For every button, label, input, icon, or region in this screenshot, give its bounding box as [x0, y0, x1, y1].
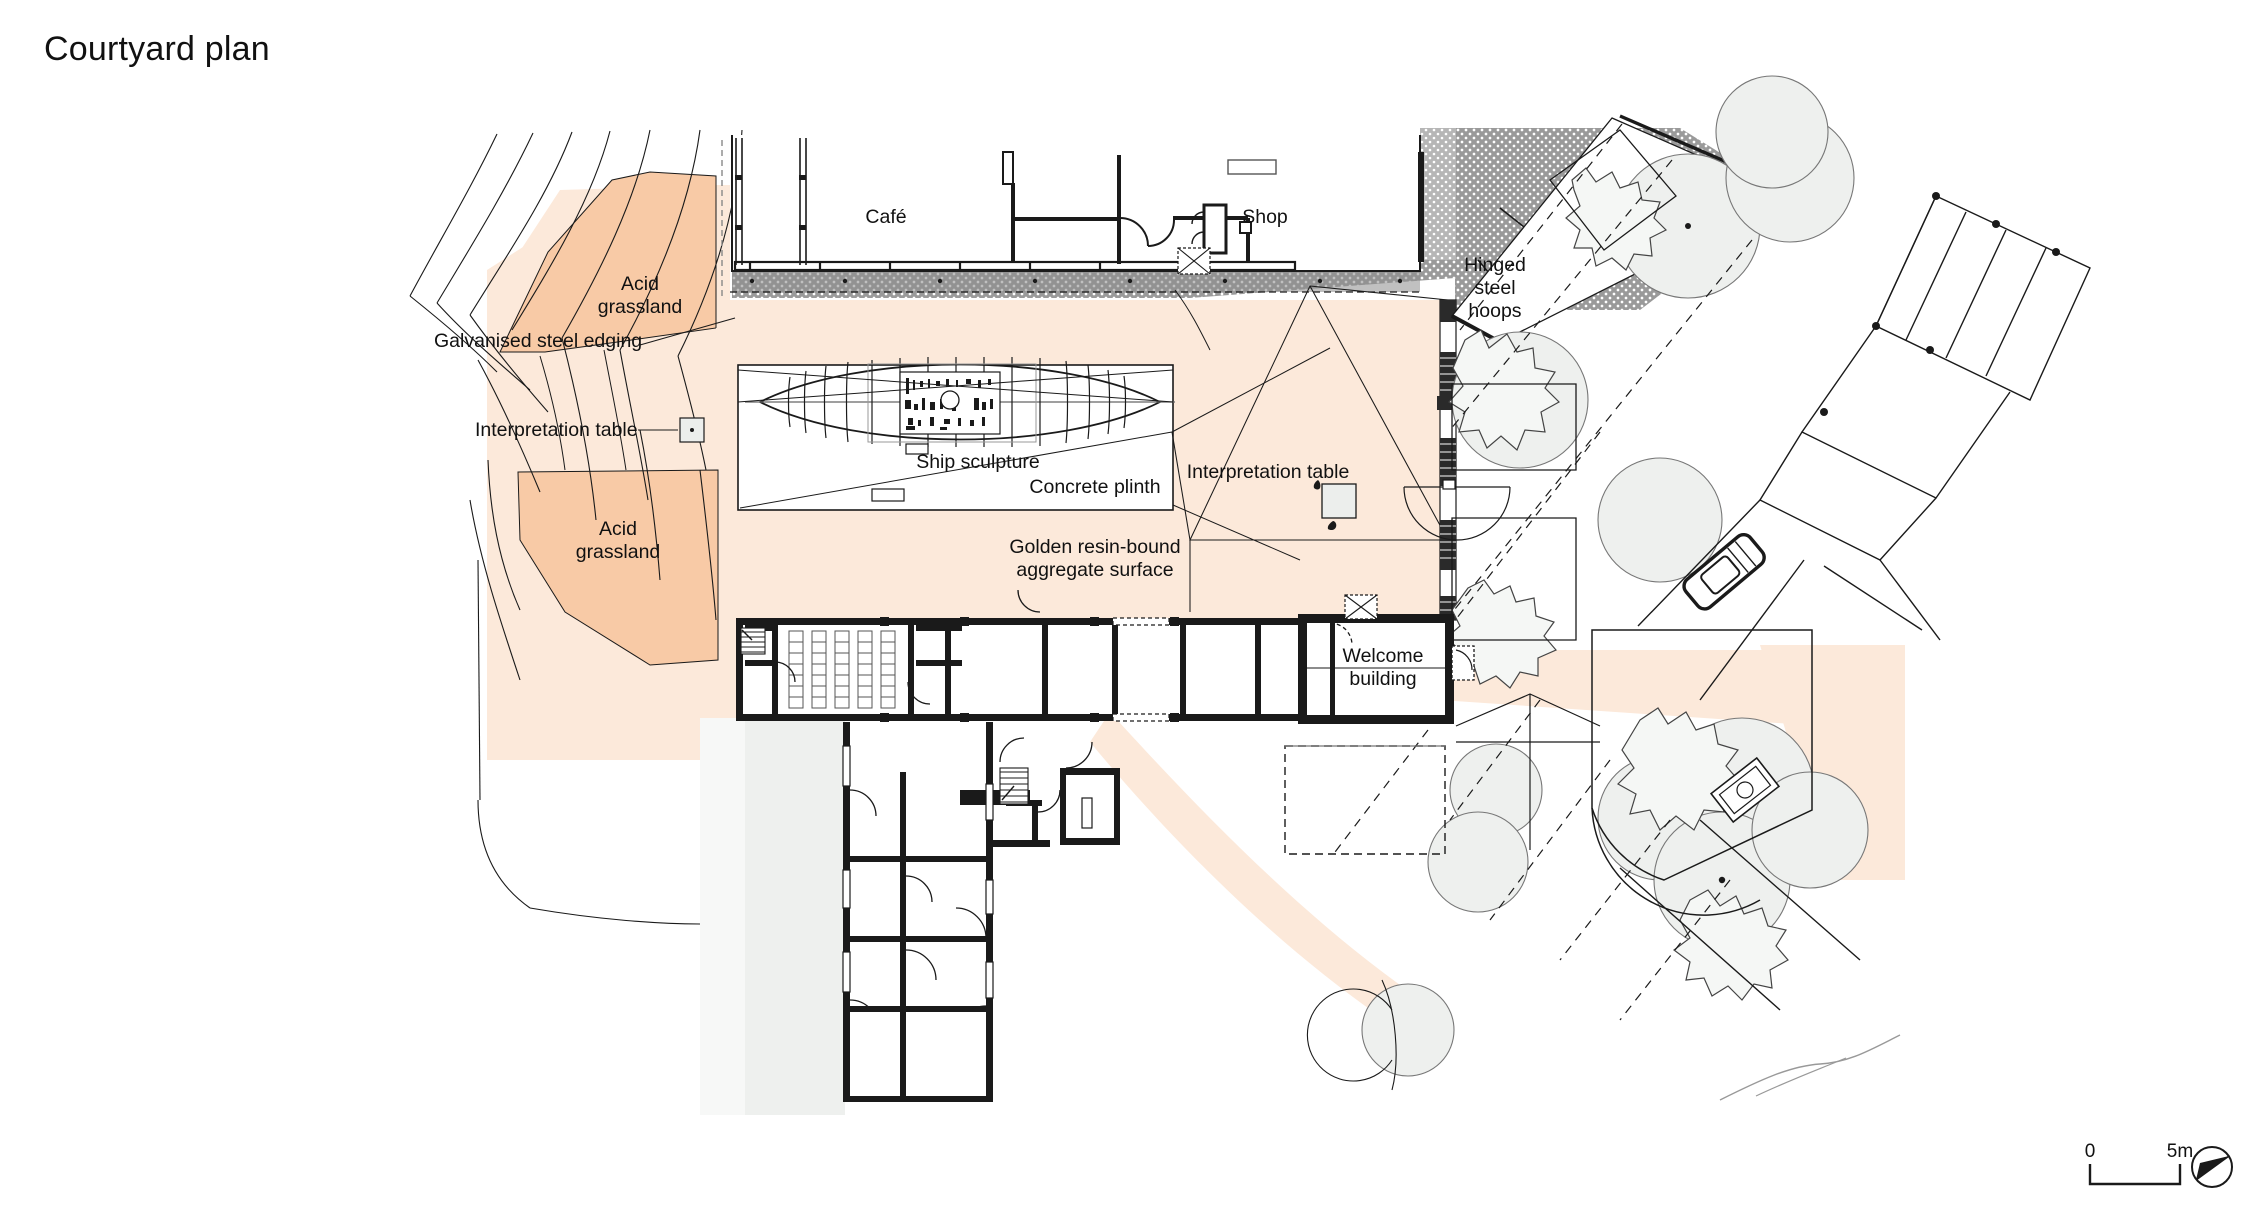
- aggregate-ribbon-southeast: [1760, 645, 1905, 880]
- stair-symbol-centre: [999, 767, 1029, 805]
- north-building-cafe-shop: [731, 135, 1424, 272]
- label-shop: Shop: [1242, 206, 1288, 228]
- dashed-setting-out-lines: [1331, 123, 1753, 1021]
- east-courtyard-wall: [1437, 299, 1459, 621]
- acid-grassland-north: [499, 171, 717, 353]
- roof-ridge-lines: [1455, 693, 1601, 850]
- gate-swing-east: [1403, 479, 1511, 541]
- label-hinged-steel-line2: steel: [1474, 277, 1515, 299]
- label-hinged-steel-line1: Hinged: [1464, 254, 1526, 276]
- scale-five-metres-label: 5m: [2167, 1141, 2193, 1162]
- label-acid-grassland-north-line2: grassland: [598, 296, 683, 318]
- stream-edge-line: [1719, 1034, 1901, 1101]
- label-ship-sculpture: Ship sculpture: [916, 451, 1040, 473]
- carpark-setting-out-points: [1820, 192, 2060, 416]
- label-acid-grassland-south-line1: Acid: [599, 518, 637, 540]
- scale-zero-label: 0: [2085, 1141, 2096, 1162]
- contour-lines-grassland: [539, 289, 1211, 471]
- label-interpretation-table-right: Interpretation table: [1187, 461, 1350, 483]
- interpretation-table-right-icon: [1313, 480, 1357, 531]
- label-welcome-building-line2: building: [1349, 668, 1416, 690]
- lower-west-wing-plan: [842, 722, 1120, 1069]
- bench-detail: [1709, 756, 1781, 824]
- label-leader-lines: [638, 317, 736, 431]
- acid-grassland-south: [517, 469, 719, 666]
- label-welcome-building-line1: Welcome: [1343, 645, 1424, 667]
- label-concrete-plinth: Concrete plinth: [1029, 476, 1160, 498]
- label-cafe: Café: [865, 206, 906, 228]
- aggregate-band-upper: [716, 300, 1185, 360]
- curved-path-south: [1090, 712, 1412, 1038]
- south-path-edges: [1306, 979, 1397, 1091]
- paving-shadow-band: [732, 270, 1420, 292]
- artefact-detail-marks: [905, 378, 993, 430]
- shop-counter-detail: [1227, 159, 1277, 175]
- seating-grid: [788, 630, 896, 709]
- label-acid-grassland-north-line1: Acid: [621, 273, 659, 295]
- label-interpretation-table-left: Interpretation table: [475, 419, 638, 441]
- car-symbol: [1682, 532, 1766, 611]
- label-acid-grassland-south-line2: grassland: [576, 541, 661, 563]
- label-galvanised-steel-edging: Galvanised steel edging: [434, 330, 642, 352]
- page-title: Courtyard plan: [44, 30, 270, 68]
- tree-planting-east: [1361, 75, 1869, 1077]
- lower-wing-extension: [843, 1012, 993, 1102]
- stream-edge-line-2: [1755, 1057, 1847, 1097]
- scale-bar: 0 5m: [2085, 1141, 2193, 1186]
- stair-symbol-west: [740, 627, 766, 655]
- vent-symbol-north: [1177, 247, 1211, 275]
- label-golden-resin-line1: Golden resin-bound: [1009, 536, 1180, 558]
- sightline-rays: [737, 347, 1331, 561]
- dashed-outline-south-court: [1284, 745, 1446, 855]
- east-buildings-carpark: [1619, 195, 2091, 1011]
- label-hinged-steel-line3: hoops: [1468, 300, 1521, 322]
- ship-sculpture: [745, 357, 1175, 502]
- label-golden-resin-line2: aggregate surface: [1016, 559, 1173, 581]
- north-arrow-icon: [2191, 1146, 2233, 1188]
- interpretation-table-left-icon: [679, 417, 705, 443]
- rooflight-hatch-symbol: [1344, 594, 1378, 620]
- paving-setting-out-points: [749, 278, 1403, 284]
- grey-slab-west-light: [700, 718, 745, 1115]
